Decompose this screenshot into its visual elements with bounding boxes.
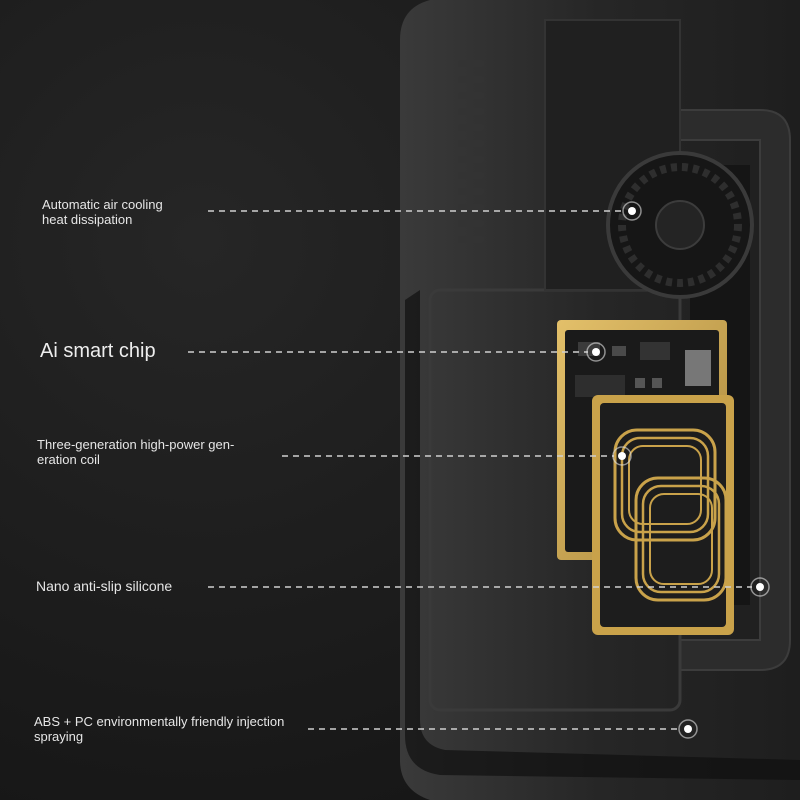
- vent-fins: [458, 60, 484, 243]
- marker-dot-abs: [678, 719, 698, 739]
- marker-dots: [586, 201, 770, 739]
- marker-dot-chip: [586, 342, 606, 362]
- cooling-fan: [606, 151, 754, 299]
- callout-label-cooling: Automatic air cooling heat dissipation: [42, 197, 163, 227]
- marker-dot-silicone: [750, 577, 770, 597]
- marker-dot-coil: [612, 446, 632, 466]
- leader-lines: [188, 210, 752, 730]
- callout-label-silicone: Nano anti-slip silicone: [36, 578, 173, 594]
- generation-coil: [592, 395, 734, 635]
- callout-label-chip: Ai smart chip: [40, 340, 156, 362]
- marker-dot-cooling: [622, 201, 642, 221]
- callout-label-abs: ABS + PC environmentally friendly inject…: [34, 714, 285, 744]
- callout-label-coil: Three-generation high-power gen- eration…: [37, 437, 235, 467]
